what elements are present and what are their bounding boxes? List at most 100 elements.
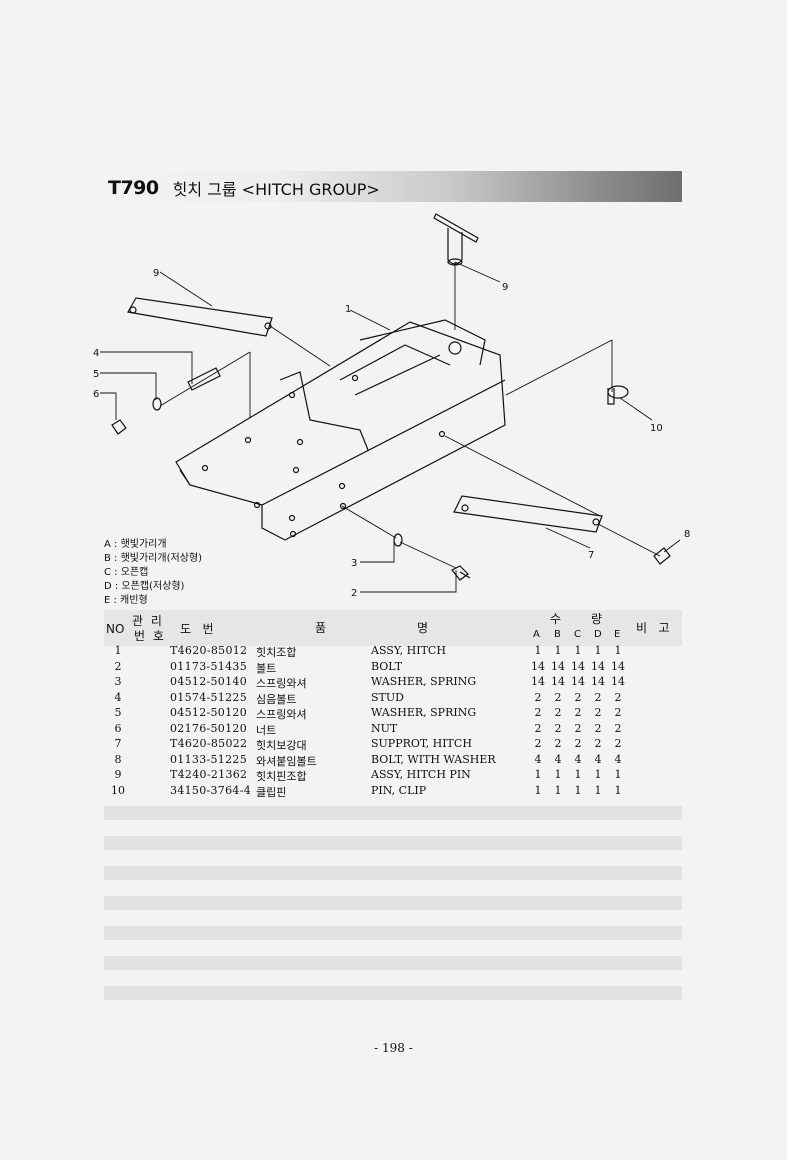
row-qty-b: 2 [554,706,562,719]
row-korean-name: 힛치조합 [256,646,297,659]
row-part-number: T4620-85012 [170,644,248,657]
table-row: 6 02176-50120 너트 NUT 2 2 2 2 2 [104,722,682,738]
row-qty-a: 1 [534,783,542,797]
row-no: 8 [114,752,122,766]
row-part-number: 01574-51225 [170,690,248,704]
row-qty-c: 14 [571,675,585,688]
stud-washer-nut-parts [111,367,221,435]
hitch-exploded-diagram: 9 9 1 4 5 6 10 8 7 3 2 [93,213,690,599]
header-variant-e: E [614,629,621,640]
title-bar: T790 힛치 그룹 <HITCH GROUP> [104,171,682,202]
row-qty-b: 2 [554,737,562,750]
row-no: 1 [114,644,122,657]
callout-2: 2 [351,588,357,599]
row-english-name: BOLT [371,659,403,673]
row-qty-b: 14 [551,675,565,688]
hitch-support-lower-part [453,495,603,533]
row-qty-d: 2 [594,737,602,750]
bolt-with-washer-part [653,547,671,565]
table-row: 8 01133-51225 와셔붙임볼트 BOLT, WITH WASHER 4… [104,753,682,769]
row-qty-b: 14 [551,659,565,673]
row-part-number: 04512-50120 [170,706,248,719]
row-qty-c: 2 [574,690,582,704]
empty-row-stripe [104,956,682,970]
header-ryang: 량 [591,612,603,626]
row-part-number: 01173-51435 [170,659,248,673]
row-qty-d: 1 [594,644,602,657]
header-pum: 품 [315,621,327,635]
legend-item-b: B : 햇빛가리개(저상형) [104,553,202,564]
row-qty-d: 2 [594,721,602,735]
header-mgmt-top: 관 리 [132,614,164,628]
row-korean-name: 힛치핀조합 [256,770,307,783]
row-part-number: 34150-3764-4 [170,783,252,797]
row-qty-b: 1 [554,768,562,781]
parts-table-header: NO 관 리 번 호 도 번 품 명 수 량 A B C D E 비 고 [104,610,682,646]
table-row: 2 01173-51435 볼트 BOLT 14 14 14 14 14 [104,660,682,676]
callout-7: 7 [588,550,594,561]
row-korean-name: 클립핀 [256,785,287,799]
row-qty-d: 1 [594,783,602,797]
empty-row-stripe [104,866,682,880]
row-english-name: NUT [371,721,398,735]
empty-row-stripe [104,926,682,940]
row-qty-c: 2 [574,737,582,750]
legend-item-e: E : 캐빈형 [104,595,148,606]
row-qty-a: 1 [534,644,542,657]
row-qty-a: 2 [534,690,542,704]
row-korean-name: 힛치보강대 [256,739,307,752]
legend-item-c: C : 오픈캡 [104,567,149,578]
row-qty-e: 14 [611,675,625,688]
row-no: 3 [114,675,122,688]
header-variant-a: A [533,629,540,640]
row-qty-e: 2 [614,706,622,719]
table-row: 3 04512-50140 스프링와셔 WASHER, SPRING 14 14… [104,675,682,691]
row-qty-b: 2 [554,690,562,704]
callout-9-left: 9 [153,268,159,279]
row-korean-name: 너트 [256,723,277,737]
callout-1: 1 [345,304,351,315]
row-part-number: T4240-21362 [170,768,248,781]
header-mgmt-bottom: 번 호 [134,629,166,643]
row-qty-c: 1 [574,783,582,797]
row-qty-e: 4 [614,752,622,766]
row-qty-b: 1 [554,644,562,657]
row-no: 9 [114,768,122,781]
row-english-name: STUD [371,690,404,704]
row-korean-name: 심음볼트 [256,692,297,706]
empty-row-stripe [104,836,682,850]
row-qty-e: 1 [614,783,622,797]
hitch-support-upper-part [127,297,273,337]
legend-item-a: A : 햇빛가리개 [104,539,167,550]
row-qty-e: 2 [614,737,622,750]
row-korean-name: 볼트 [256,661,277,675]
row-qty-b: 1 [554,783,562,797]
row-qty-c: 2 [574,706,582,719]
header-variant-b: B [554,629,561,640]
row-qty-d: 2 [594,706,602,719]
row-qty-c: 2 [574,721,582,735]
row-qty-b: 2 [554,721,562,735]
row-english-name: WASHER, SPRING [371,675,477,688]
row-qty-d: 2 [594,690,602,704]
row-no: 2 [114,659,122,673]
header-su: 수 [550,612,562,626]
row-qty-d: 14 [591,659,605,673]
row-no: 10 [111,783,125,797]
row-qty-d: 14 [591,675,605,688]
row-qty-e: 2 [614,721,622,735]
empty-table-rows [104,806,682,1016]
hitch-assy-part [175,319,506,541]
page-number: - 198 - [374,1041,413,1055]
row-qty-a: 2 [534,706,542,719]
row-korean-name: 스프링와셔 [256,708,307,721]
header-variant-d: D [594,629,602,640]
parts-table-body: 1 T4620-85012 힛치조합 ASSY, HITCH 1 1 1 1 1… [104,644,682,799]
table-row: 10 34150-3764-4 클립핀 PIN, CLIP 1 1 1 1 1 [104,784,682,800]
row-english-name: ASSY, HITCH PIN [371,768,471,781]
table-row: 4 01574-51225 심음볼트 STUD 2 2 2 2 2 [104,691,682,707]
row-no: 6 [114,721,122,735]
empty-row-stripe [104,896,682,910]
section-title: 힛치 그룹 <HITCH GROUP> [172,179,380,199]
empty-row-stripe [104,986,682,1000]
